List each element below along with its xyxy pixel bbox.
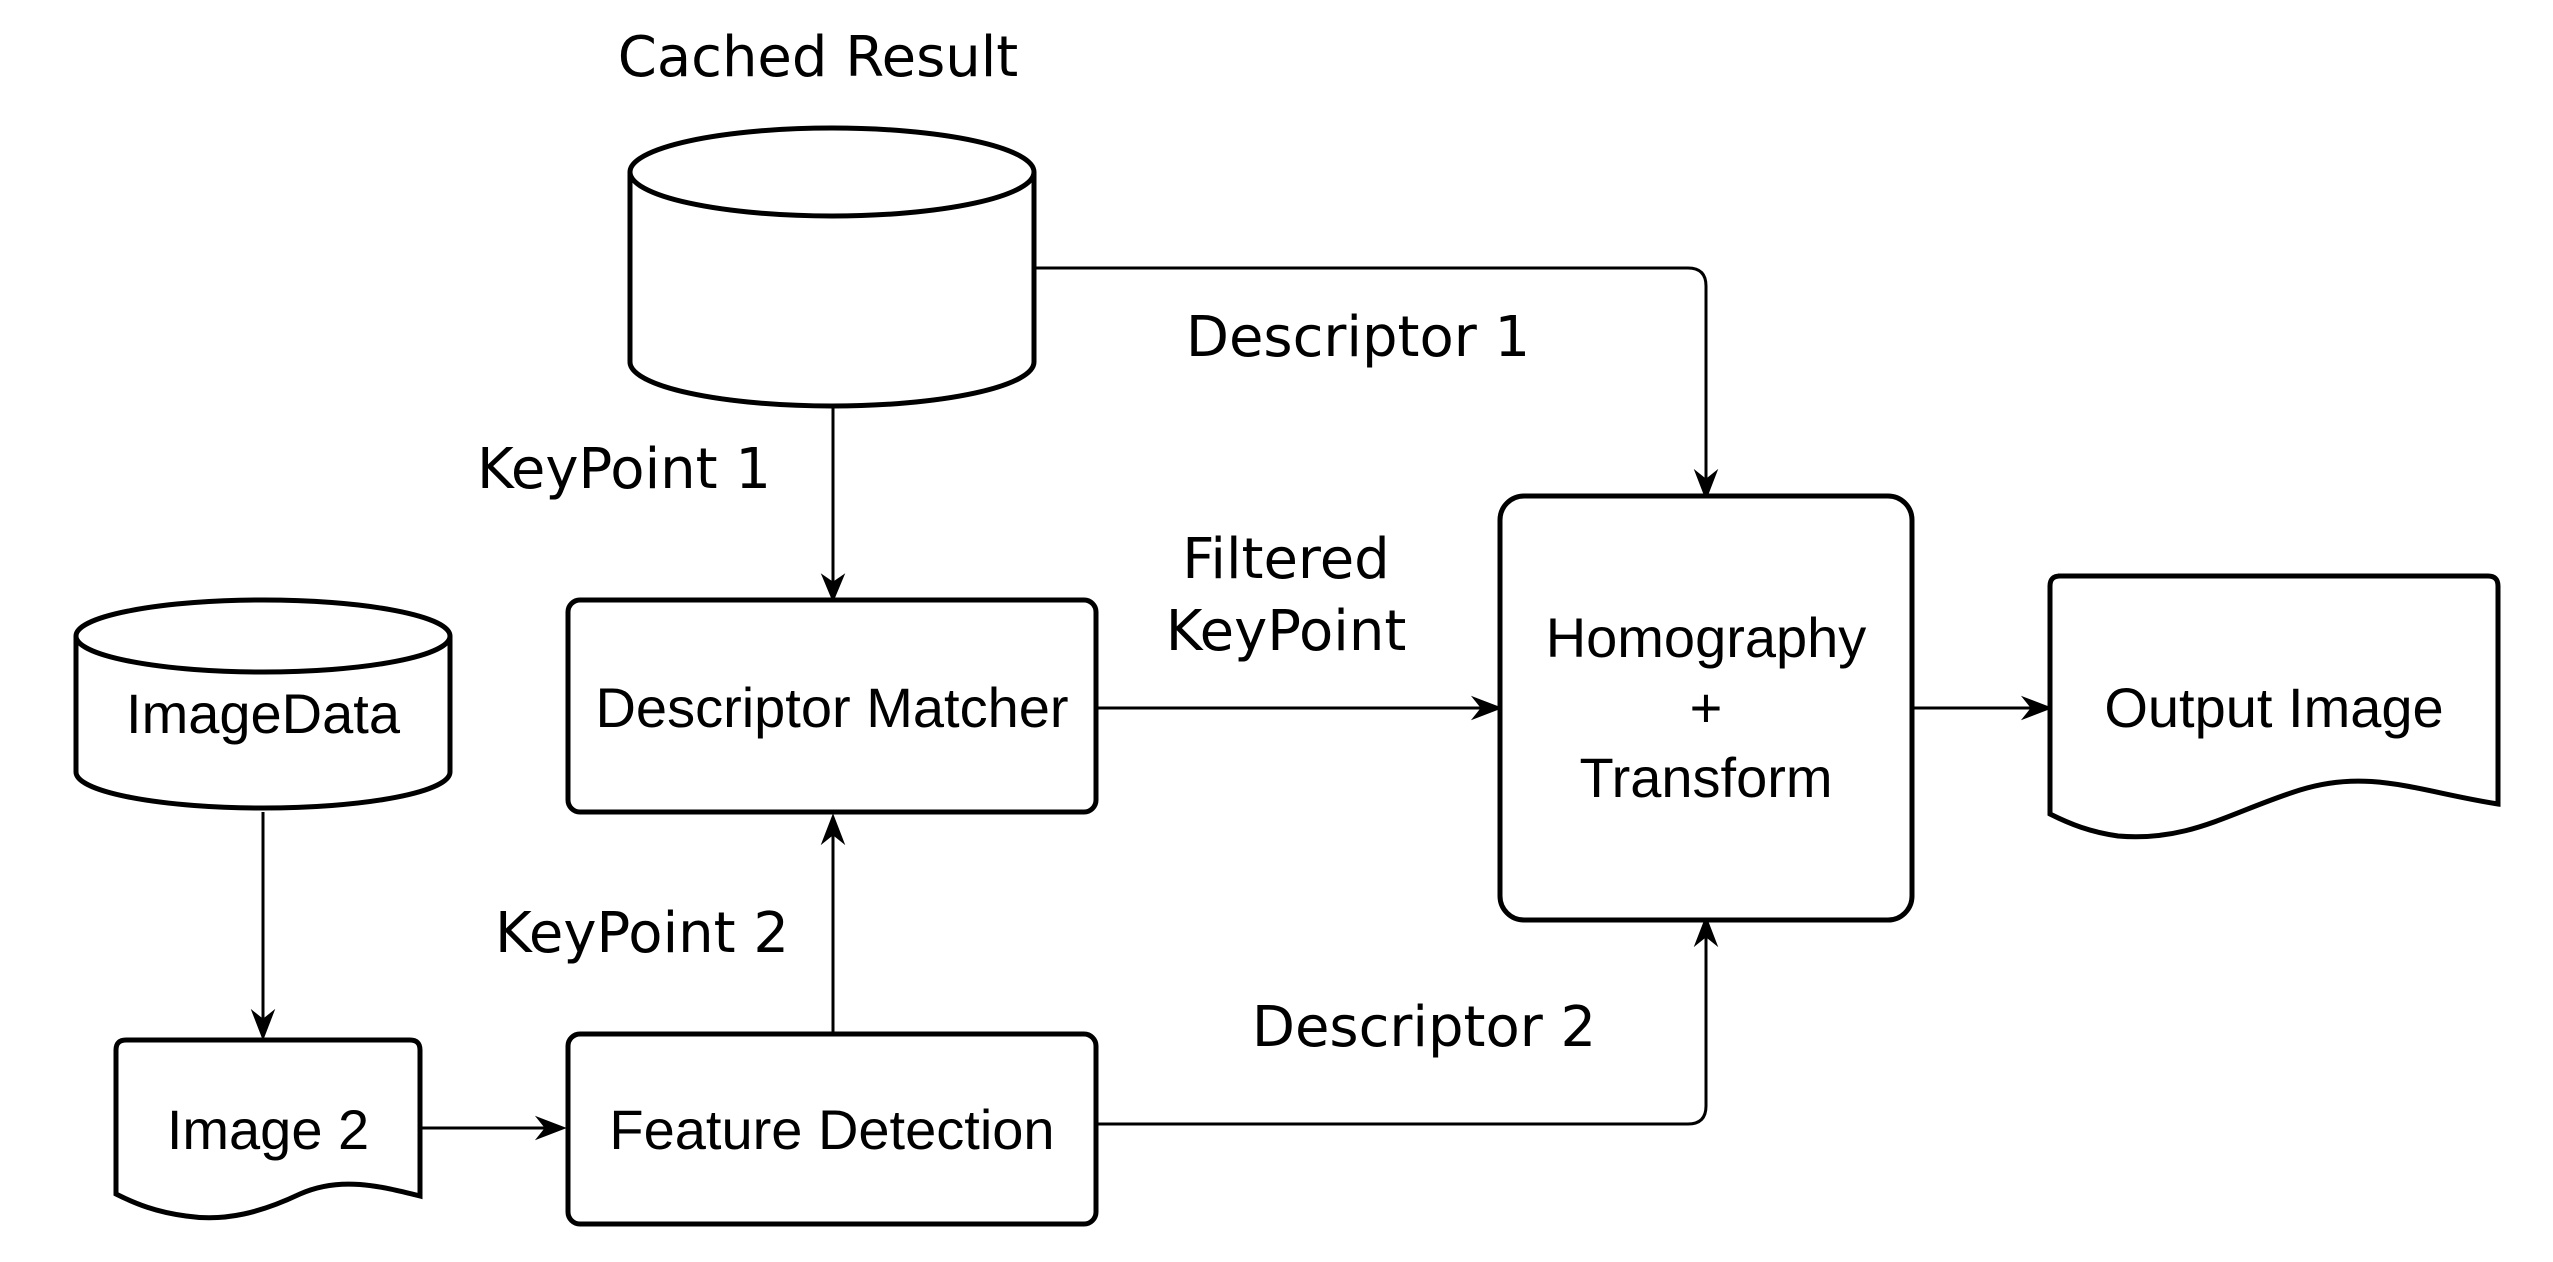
cached-result-cylinder-top xyxy=(627,171,1037,219)
feature-detection-node: Feature Detection xyxy=(565,1031,1099,1227)
edge-descriptor1 xyxy=(1030,266,1708,494)
keypoint1-label: KeyPoint 1 xyxy=(477,437,771,502)
keypoint2-label: KeyPoint 2 xyxy=(495,901,789,966)
descriptor-matcher-label: Descriptor Matcher xyxy=(595,676,1068,739)
filtered-keypoint-label-line1: Filtered xyxy=(1182,527,1389,592)
image-data-label: ImageData xyxy=(126,682,401,745)
homography-label-line2: + xyxy=(1690,676,1723,739)
image2-node: Image 2 xyxy=(113,1037,423,1221)
cached-result-label: Cached Result xyxy=(618,25,1019,90)
output-image-document xyxy=(2047,573,2501,840)
homography-label-line1: Homography xyxy=(1546,606,1867,669)
homography-box xyxy=(1497,493,1915,923)
image-data-node: ImageData xyxy=(73,597,453,811)
edge-descriptor2 xyxy=(1096,922,1708,1126)
feature-detection-label: Feature Detection xyxy=(609,1098,1054,1161)
descriptor-matcher-box xyxy=(565,597,1099,815)
connectors xyxy=(250,266,2053,1141)
image2-label: Image 2 xyxy=(167,1098,369,1161)
arrow-image2-feature xyxy=(534,1115,567,1141)
feature-detection-box xyxy=(565,1031,1099,1227)
descriptor-matcher-node: Descriptor Matcher xyxy=(565,597,1099,815)
cached-result-node: Cached Result xyxy=(618,25,1037,409)
image-data-cylinder-top xyxy=(73,635,453,675)
image2-document xyxy=(113,1037,423,1221)
descriptor1-label: Descriptor 1 xyxy=(1186,305,1530,370)
edge-labels: Descriptor 1 KeyPoint 1 Filtered KeyPoin… xyxy=(477,305,1596,1060)
arrow-descriptor1 xyxy=(1693,468,1719,501)
homography-label-line3: Transform xyxy=(1579,746,1832,809)
cached-result-cylinder xyxy=(627,125,1037,409)
arrow-filtered-keypoint xyxy=(1470,695,1503,721)
arrow-keypoint1 xyxy=(820,573,846,603)
filtered-keypoint-label-line2: KeyPoint xyxy=(1166,599,1407,664)
arrow-keypoint2 xyxy=(820,813,846,846)
output-image-label: Output Image xyxy=(2104,676,2443,739)
arrow-imagedata-image2 xyxy=(250,1008,276,1041)
output-image-node: Output Image xyxy=(2047,573,2501,840)
homography-node: Homography + Transform xyxy=(1497,493,1915,923)
descriptor2-label: Descriptor 2 xyxy=(1252,995,1596,1060)
arrow-output xyxy=(2020,695,2053,721)
arrow-descriptor2 xyxy=(1693,915,1719,948)
